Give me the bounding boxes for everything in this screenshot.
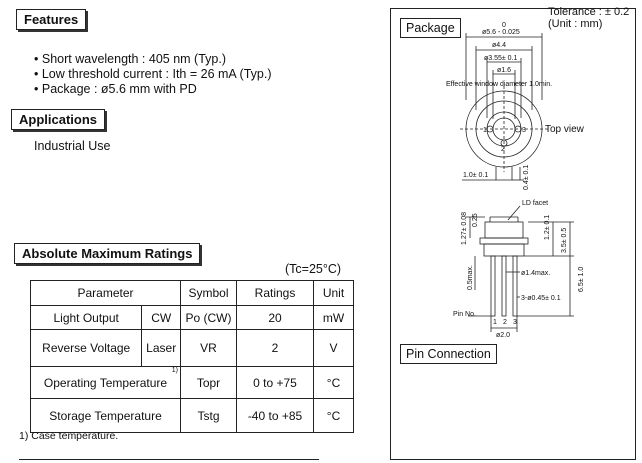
dim-h04: 0.4± 0.1	[523, 165, 530, 190]
side-pin-label-3: 3	[513, 319, 517, 326]
table-row: Operating Temperature 1) Topr 0 to +75 °…	[30, 366, 354, 399]
footnote-mark: 1)	[171, 367, 178, 374]
ratings-title: Absolute Maximum Ratings	[14, 243, 201, 264]
side-pin-label-1: 1	[493, 319, 497, 326]
dim-window: Effective window diameter 1.0min.	[446, 81, 552, 88]
param-text: Operating Temperature	[43, 375, 168, 390]
param-cell: Operating Temperature 1)	[30, 366, 181, 399]
pin-no-label: Pin No.	[453, 311, 476, 318]
side-cap	[484, 221, 524, 239]
applications-text: Industrial Use	[34, 139, 111, 153]
feature-item: Low threshold current : Ith = 26 mA (Typ…	[34, 67, 272, 82]
dim-d355: ø3.55± 0.1	[484, 55, 518, 62]
table-header-row: Parameter Symbol Ratings Unit	[30, 280, 354, 306]
features-list: Short wavelength : 405 nm (Typ.) Low thr…	[34, 52, 272, 97]
symbol-cell: Po (CW)	[180, 305, 237, 330]
ratings-condition: (Tc=25°C)	[285, 262, 342, 276]
feature-item: Short wavelength : 405 nm (Typ.)	[34, 52, 271, 67]
feature-item: Package : ø5.6 mm with PD	[34, 82, 271, 97]
top-view-label: Top view	[545, 124, 585, 135]
dim-d127: 1.27± 0.08	[461, 212, 468, 245]
dim-w10: 1.0± 0.1	[463, 172, 488, 179]
sub-cell: Laser	[141, 329, 181, 367]
tab-shape	[495, 167, 513, 181]
dim-d12: 1.2± 0.1	[544, 215, 551, 240]
value-cell: 0 to +75	[236, 366, 314, 399]
dim-d35: 3.5± 0.5	[561, 228, 568, 253]
pin-label-1: 1	[483, 127, 487, 134]
unit-cell: °C	[313, 398, 354, 433]
table-footnote: 1) Case temperature.	[19, 430, 119, 442]
side-flange	[479, 237, 529, 245]
ld-facet-label: LD facet	[522, 200, 548, 207]
side-stem	[483, 243, 525, 257]
dim-d045: 3-ø0.45± 0.1	[521, 295, 561, 302]
header-ratings: Ratings	[236, 280, 314, 306]
applications-title: Applications	[11, 109, 106, 130]
side-pin-3	[512, 255, 518, 317]
unit-cell: °C	[313, 366, 354, 399]
value-cell: -40 to +85	[236, 398, 314, 433]
dim-outer: ø5.6 - 0.025	[482, 29, 520, 36]
dim-d16: ø1.6	[497, 67, 511, 74]
pin-connection-title: Pin Connection	[400, 344, 497, 364]
pin-label-2: 2	[501, 146, 505, 153]
param-cell: Light Output	[29, 305, 143, 330]
side-pin-1	[490, 255, 496, 317]
table-row: Reverse Voltage Laser VR 2 V	[29, 329, 354, 367]
dim-d14: ø1.4max.	[521, 270, 550, 277]
sub-cell: CW	[141, 305, 181, 330]
unit-text: (Unit : mm)	[548, 18, 603, 30]
param-cell: Storage Temperature	[30, 398, 181, 433]
ratings-table: Parameter Symbol Ratings Unit Light Outp…	[29, 280, 354, 433]
bottom-divider	[19, 459, 319, 460]
param-cell: Reverse Voltage	[29, 329, 143, 367]
tolerance-note: Tolerance : ± 0.2 (Unit : mm)	[548, 6, 629, 30]
unit-cell: V	[313, 329, 354, 367]
side-pin-2	[501, 255, 507, 317]
dim-d65: 6.5± 1.0	[578, 267, 585, 292]
symbol-cell: Tstg	[180, 398, 237, 433]
table-row: Light Output CW Po (CW) 20 mW	[29, 305, 354, 330]
table-row: Storage Temperature Tstg -40 to +85 °C	[30, 398, 354, 433]
dim-d05: 0.5max.	[467, 265, 474, 290]
symbol-cell: VR	[180, 329, 237, 367]
dim-d20: ø2.0	[496, 332, 510, 339]
package-panel	[390, 8, 636, 460]
pin-label-3: 3	[522, 127, 526, 134]
dim-d025: 0.25	[472, 213, 479, 227]
dim-d44: ø4.4	[492, 42, 506, 49]
tolerance-text: Tolerance : ± 0.2	[548, 6, 630, 18]
side-pin-label-2: 2	[503, 319, 507, 326]
package-title: Package	[400, 18, 461, 38]
dim-outer-top: 0	[502, 22, 506, 29]
features-title: Features	[16, 9, 87, 30]
